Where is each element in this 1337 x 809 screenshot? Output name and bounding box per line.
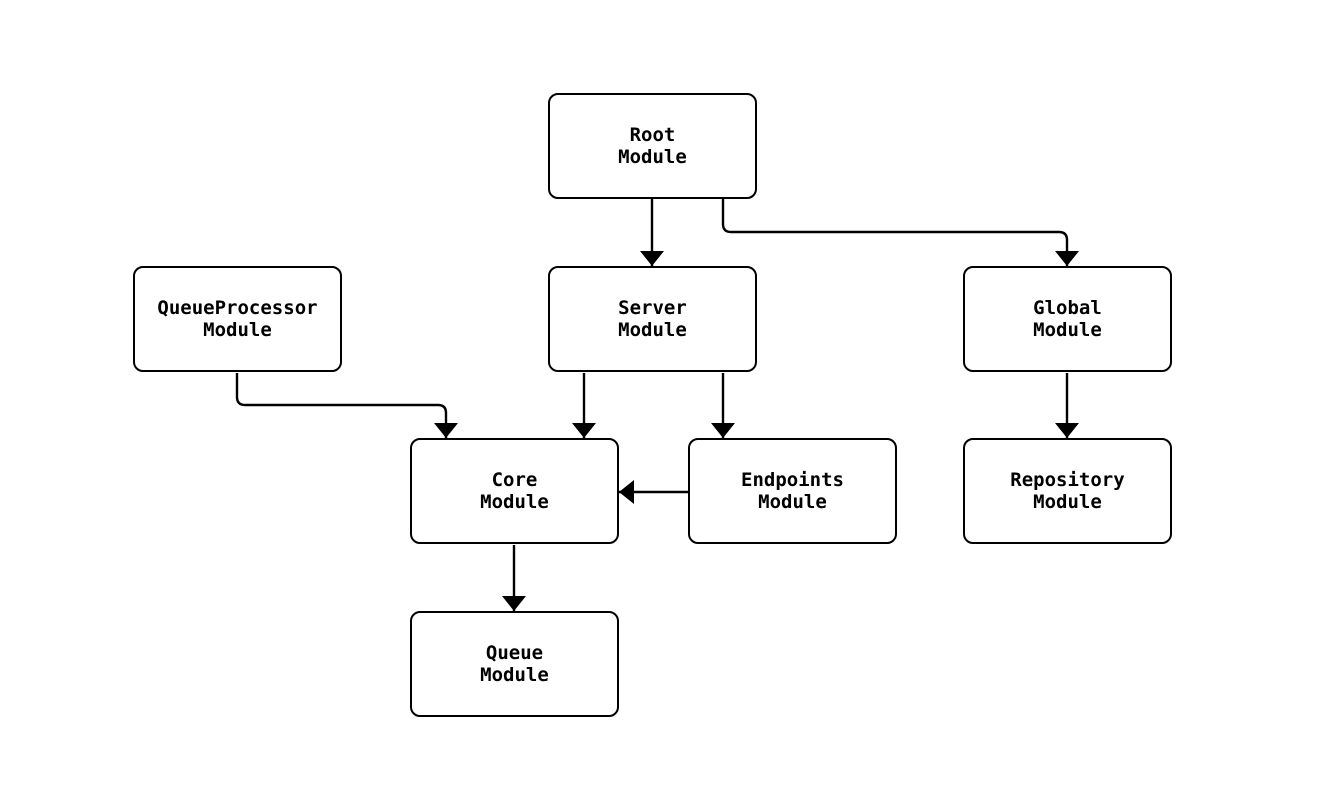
edge-root-global — [721, 198, 1079, 266]
node-root-module: Root Module — [548, 93, 757, 199]
node-queueprocessor-module: QueueProcessor Module — [133, 266, 342, 372]
node-queue-module-label: Queue Module — [480, 642, 549, 686]
node-queue-module: Queue Module — [410, 611, 619, 717]
node-repository-module-label: Repository Module — [1010, 469, 1125, 513]
node-global-module: Global Module — [963, 266, 1172, 372]
node-endpoints-module-label: Endpoints Module — [741, 469, 844, 513]
node-global-module-label: Global Module — [1033, 297, 1102, 341]
edge-queueprocessor-core — [235, 373, 458, 438]
node-endpoints-module: Endpoints Module — [688, 438, 897, 544]
node-server-module: Server Module — [548, 266, 757, 372]
node-root-module-label: Root Module — [618, 124, 687, 168]
node-repository-module: Repository Module — [963, 438, 1172, 544]
node-queueprocessor-module-label: QueueProcessor Module — [157, 297, 318, 341]
node-core-module: Core Module — [410, 438, 619, 544]
node-server-module-label: Server Module — [618, 297, 687, 341]
node-core-module-label: Core Module — [480, 469, 549, 513]
